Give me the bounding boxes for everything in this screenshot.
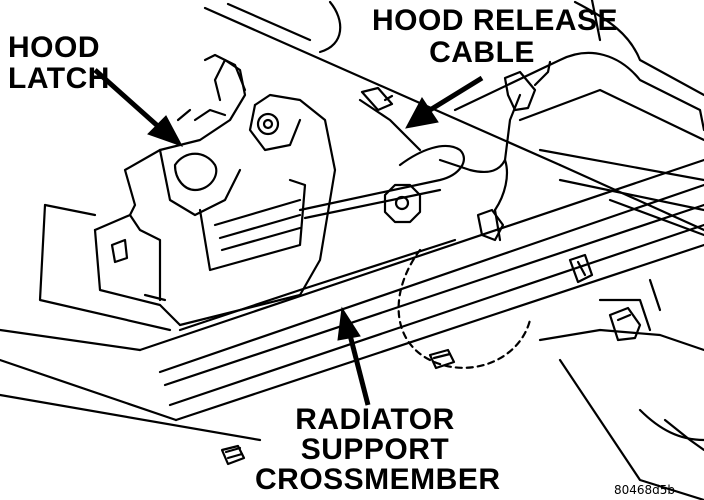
hood-panel [203, 0, 704, 232]
cable-clip-upper [360, 86, 394, 112]
crossmember-label-line2: SUPPORT [300, 433, 450, 466]
fender-clip-upper [568, 253, 594, 284]
clearance-ring [397, 248, 532, 369]
hood-latch [93, 53, 337, 327]
callout-arrows [93, 68, 484, 406]
hood-release-cable-label-line2: CABLE [429, 36, 535, 69]
figure-reference-number: 80468d5b [614, 483, 676, 497]
crossmember-label-line3: CROSSMEMBER [255, 463, 501, 496]
crossmember-label-2: SUPPORT [255, 435, 495, 465]
latch-mounting-bolt [383, 183, 422, 224]
radiator-support-crossmember [0, 158, 704, 442]
fender-panel [453, 51, 704, 500]
fender-clip-lower [608, 306, 642, 342]
fastener-left [220, 444, 246, 466]
hood-latch-label-line2: LATCH [8, 62, 110, 95]
crossmember-label-line1: RADIATOR [295, 403, 455, 436]
fastener-center [428, 348, 456, 370]
hood-release-cable [298, 93, 522, 242]
hood-latch-label: HOOD [8, 33, 100, 63]
crossmember-label-1: RADIATOR [255, 405, 495, 435]
hood-latch-arrow [93, 68, 184, 147]
hood-release-cable-label-line1: HOOD RELEASE [372, 4, 619, 37]
corner-outline [663, 418, 704, 452]
cable-clip-lower [476, 208, 505, 242]
cable-clip-right [503, 60, 552, 112]
crossmember-label-3: CROSSMEMBER [255, 463, 501, 496]
hood-release-cable-label-2: CABLE [372, 38, 592, 68]
hood-release-cable-arrow [405, 75, 484, 129]
hood-latch-label-line1: HOOD [8, 31, 100, 64]
crossmember-arrow [337, 306, 371, 406]
hood-latch-label-2: LATCH [8, 64, 110, 94]
hood-release-cable-label: HOOD RELEASE [372, 4, 619, 37]
